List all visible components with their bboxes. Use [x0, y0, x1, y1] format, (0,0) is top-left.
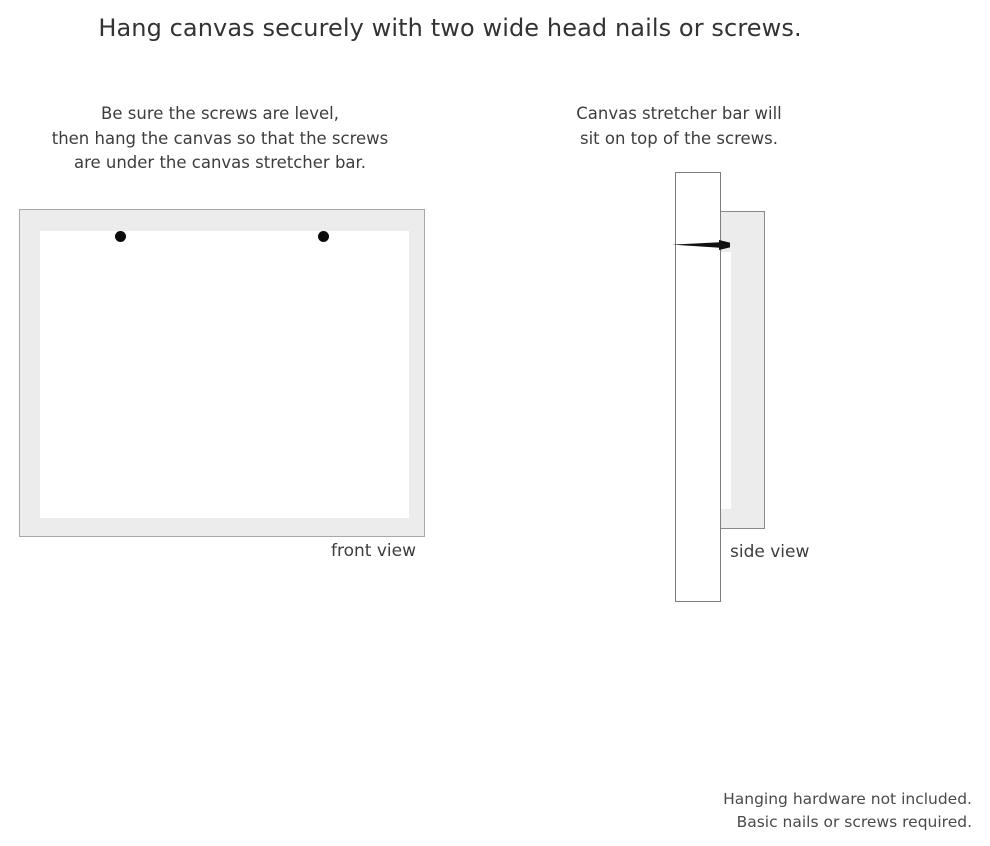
screw-head-right-icon — [318, 231, 329, 242]
front-view-instruction-line-3: are under the canvas stretcher bar. — [73, 153, 367, 172]
page-title: Hang canvas securely with two wide head … — [98, 14, 802, 42]
side-view-instruction-line-1: Canvas stretcher bar will — [576, 104, 782, 123]
side-view-wall — [675, 172, 721, 602]
front-view-canvas-face — [40, 231, 409, 518]
footer-note: Hanging hardware not included. Basic nai… — [723, 788, 972, 834]
front-view-instruction-line-2: then hang the canvas so that the screws — [51, 128, 389, 148]
side-view-label: side view — [730, 542, 810, 562]
footer-note-line-2: Basic nails or screws required. — [736, 813, 972, 831]
front-view-label: front view — [331, 541, 416, 561]
side-view-instruction-line-2: sit on top of the screws. — [579, 128, 779, 148]
front-view-diagram — [19, 209, 425, 537]
footer-note-line-1: Hanging hardware not included. — [723, 790, 972, 808]
wide-head-nail-icon — [672, 240, 730, 250]
screw-head-left-icon — [115, 231, 126, 242]
front-view-instructions: Be sure the screws are level, then hang … — [11, 102, 429, 176]
front-view-instruction-line-1: Be sure the screws are level, — [101, 104, 339, 123]
side-view-canvas — [715, 211, 765, 529]
side-view-instructions: Canvas stretcher bar will sit on top of … — [545, 102, 813, 151]
